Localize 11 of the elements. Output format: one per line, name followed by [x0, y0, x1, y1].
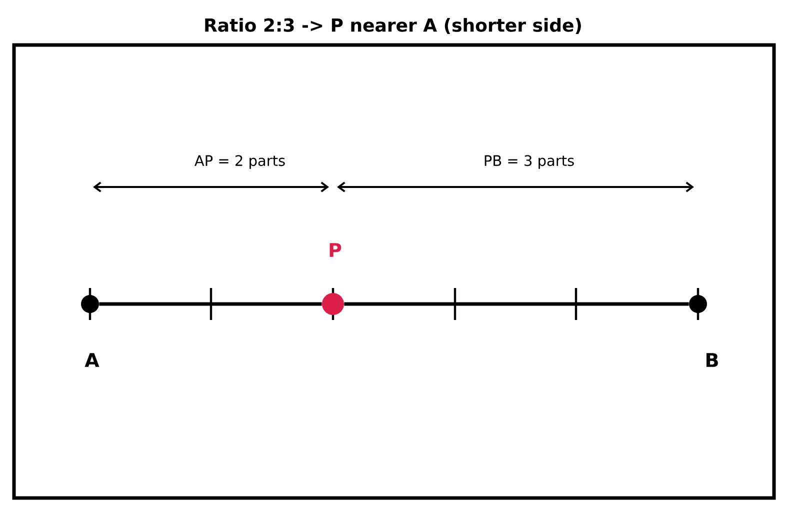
point-dot [322, 293, 344, 315]
line-segment [99, 302, 322, 306]
point-label: P [330, 243, 342, 257]
line-segment [344, 302, 689, 306]
dimension-label: AP = 2 parts [194, 155, 285, 169]
point-dot [689, 295, 707, 313]
point-dot [81, 295, 99, 313]
title: Ratio 2:3 -> P nearer A (shorter side) [205, 18, 581, 34]
point-label: A [84, 353, 100, 367]
dimension-label: PB = 3 parts [484, 155, 574, 169]
point-label: B [706, 353, 718, 367]
